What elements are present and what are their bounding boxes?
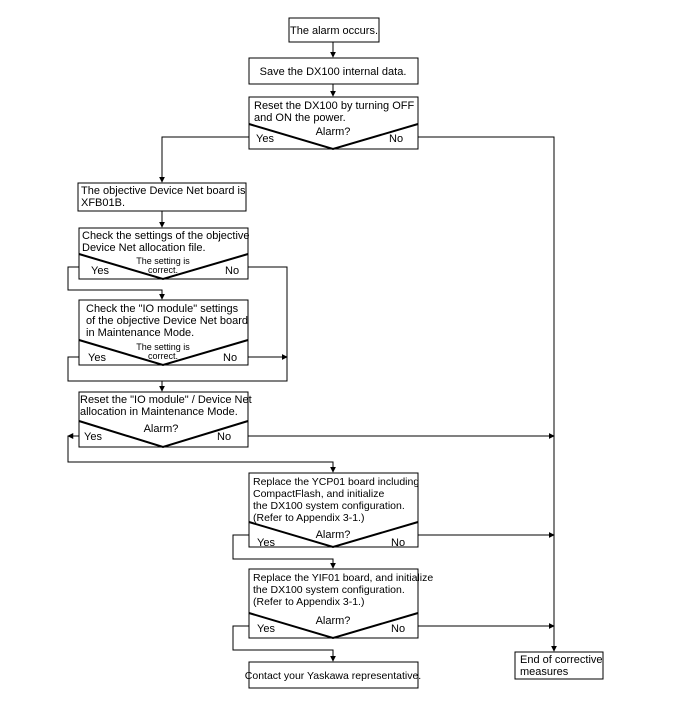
decision-6-yes: Yes — [257, 623, 275, 635]
decision-5-yes: Yes — [257, 537, 275, 549]
node-check-io-module: Check the "IO module" settings of the ob… — [78, 299, 249, 367]
node-replace-yif01-line-2: the DX100 system configuration. — [253, 584, 405, 596]
decision-6-no: No — [391, 623, 405, 635]
node-reset-io-allocation: Reset the "IO module" / Device Net alloc… — [78, 391, 252, 449]
decision-3-yes: Yes — [88, 352, 106, 364]
decision-4-question: Alarm? — [144, 423, 179, 435]
arrow-file-yes-to-io-check — [67, 266, 165, 300]
decision-6-question: Alarm? — [316, 615, 351, 627]
node-replace-ycp01-line-3: the DX100 system configuration. — [253, 500, 405, 512]
node-start-text: The alarm occurs. — [290, 25, 378, 37]
node-check-allocation-file-line-2: Device Net allocation file. — [82, 242, 206, 254]
node-reset-io-allocation-line-2: allocation in Maintenance Mode. — [80, 406, 238, 418]
node-check-io-module-line-1: Check the "IO module" settings — [86, 303, 239, 315]
node-check-allocation-file-line-1: Check the settings of the objective — [82, 230, 250, 242]
node-contact-yaskawa: Contact your Yaskawa representative. — [245, 661, 421, 689]
node-reset-power-line-1: Reset the DX100 by turning OFF — [254, 100, 414, 112]
decision-5-no: No — [391, 537, 405, 549]
decision-1-question: Alarm? — [316, 126, 351, 138]
node-replace-ycp01-line-2: CompactFlash, and initialize — [253, 488, 384, 500]
node-save-data-text: Save the DX100 internal data. — [260, 66, 407, 78]
decision-4-no: No — [217, 431, 231, 443]
node-check-io-module-line-2: of the objective Device Net board — [86, 315, 248, 327]
arrow-io-yes-to-reset-alloc — [67, 356, 165, 392]
decision-1-no: No — [389, 133, 403, 145]
node-objective-board-line-2: XFB01B. — [81, 197, 125, 209]
decision-3-question-line-1: The setting is — [136, 342, 190, 352]
arrow-yif01-yes-to-contact — [232, 625, 336, 662]
decision-3-question-line-2: correct. — [148, 351, 178, 361]
decision-1-yes: Yes — [256, 133, 274, 145]
line-file-no — [162, 266, 288, 382]
node-end-line-1: End of corrective — [520, 654, 603, 666]
node-check-allocation-file: Check the settings of the objective Devi… — [78, 227, 250, 281]
decision-5-question: Alarm? — [316, 529, 351, 541]
node-replace-ycp01-line-1: Replace the YCP01 board including — [253, 476, 419, 488]
node-objective-board: The objective Device Net board is XFB01B… — [77, 182, 247, 212]
node-objective-board-line-1: The objective Device Net board is — [81, 185, 246, 197]
node-reset-power-line-2: and ON the power. — [254, 112, 346, 124]
node-replace-yif01-line-1: Replace the YIF01 board, and initialize — [253, 572, 433, 584]
node-start: The alarm occurs. — [288, 17, 380, 43]
node-replace-yif01: Replace the YIF01 board, and initialize … — [248, 568, 433, 640]
node-end-line-2: measures — [520, 666, 569, 678]
flow-connectors — [67, 42, 557, 662]
node-save-data: Save the DX100 internal data. — [248, 57, 419, 85]
node-replace-ycp01-line-4: (Refer to Appendix 3-1.) — [253, 512, 364, 524]
arrow-reset-yes-to-board — [159, 136, 249, 183]
decision-3-no: No — [223, 352, 237, 364]
decision-2-question-line-1: The setting is — [136, 256, 190, 266]
node-reset-power: Reset the DX100 by turning OFF and ON th… — [248, 96, 419, 151]
arrow-ycp01-yes-to-yif01 — [232, 534, 336, 569]
node-reset-io-allocation-line-1: Reset the "IO module" / Device Net — [80, 394, 252, 406]
decision-2-no: No — [225, 265, 239, 277]
node-check-io-module-line-3: in Maintenance Mode. — [86, 327, 194, 339]
node-replace-yif01-line-3: (Refer to Appendix 3-1.) — [253, 596, 364, 608]
decision-2-yes: Yes — [91, 265, 109, 277]
line-reset-no-to-end — [418, 136, 557, 652]
node-contact-yaskawa-text: Contact your Yaskawa representative. — [245, 670, 421, 682]
decision-2-question-line-2: correct. — [148, 265, 178, 275]
decision-4-yes: Yes — [84, 431, 102, 443]
node-replace-ycp01: Replace the YCP01 board including Compac… — [248, 472, 419, 549]
node-end-corrective-measures: End of corrective measures — [514, 651, 604, 680]
